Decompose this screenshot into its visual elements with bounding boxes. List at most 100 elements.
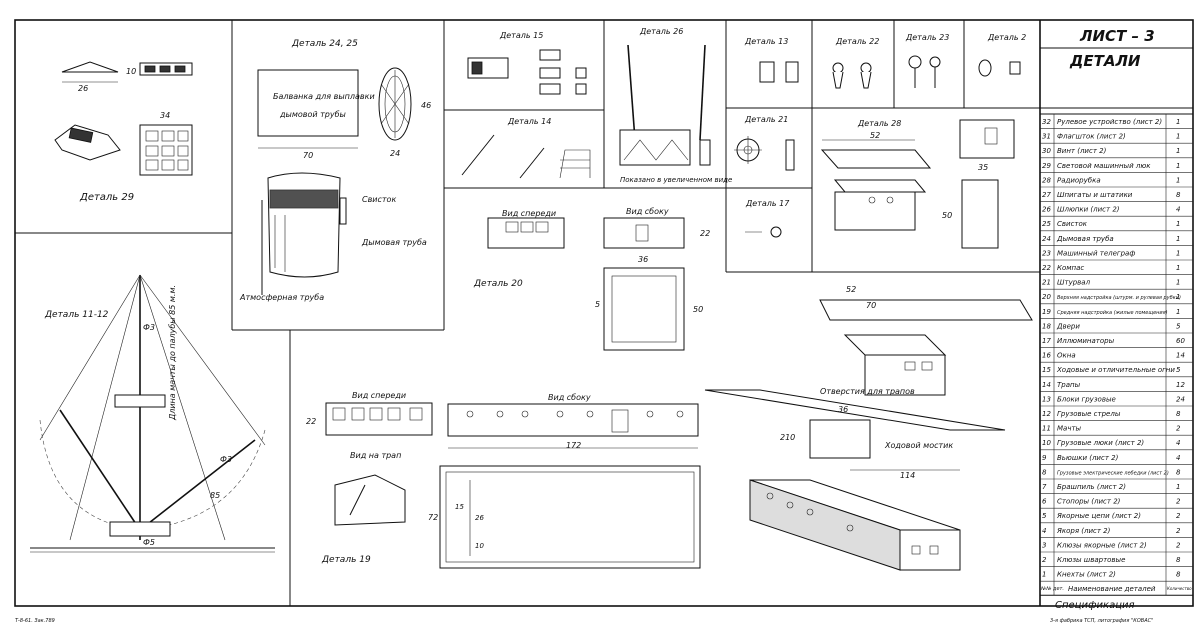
dim-d29w: 26 — [78, 84, 88, 93]
label-d13: Деталь 13 — [744, 37, 788, 46]
dim-iso-c: 210 — [780, 433, 795, 442]
label-atm-pipe: Атмосферная труба — [239, 293, 324, 302]
spec-name: Ходовые и отличительные огни — [1056, 366, 1175, 374]
spec-name: Якорные цепи (лист 2) — [1056, 512, 1141, 520]
detail-21: Деталь 21 — [734, 115, 795, 171]
dim-d29b: 34 — [160, 111, 170, 120]
spec-no: 3 — [1042, 541, 1046, 549]
label-d15: Деталь 15 — [499, 31, 543, 40]
spec-no: 25 — [1042, 220, 1051, 228]
detail-20: Вид спереди Вид сбоку 22 36 50 5 Деталь … — [473, 207, 710, 351]
dim-d19a: 26 — [475, 514, 484, 522]
footer-right: 3-я фабрика ТСП, литография "КОВАС" — [1050, 618, 1153, 624]
spec-qty: 60 — [1176, 337, 1185, 345]
detail-15: Деталь 15 — [467, 31, 587, 95]
spec-no: 23 — [1042, 249, 1051, 257]
label-whistle: Свисток — [362, 195, 396, 204]
dim-d28h: 50 — [942, 211, 952, 220]
dim-d20s: 5 — [595, 300, 600, 309]
spec-no: 21 — [1042, 279, 1051, 287]
detail-24-25: Деталь 24, 25 Балванка для выплавки дымо… — [239, 39, 431, 302]
spec-name: Якоря (лист 2) — [1056, 527, 1111, 535]
label-front-view: Вид спереди — [502, 209, 556, 218]
label-d22: Деталь 22 — [835, 37, 879, 46]
detail-11-12: Деталь 11-12 Ф3 Ф3 Ф5 85 Длина мачты до … — [30, 274, 275, 553]
dim-phi3-a: Ф3 — [143, 323, 155, 332]
spec-row: 4 Якоря (лист 2) 2 — [1040, 527, 1193, 538]
spec-qty: 1 — [1176, 279, 1180, 287]
spec-qty: 2 — [1176, 512, 1181, 520]
spec-name: Флагшток (лист 2) — [1057, 133, 1126, 141]
spec-no: 27 — [1042, 191, 1051, 199]
spec-no: 28 — [1042, 176, 1051, 184]
spec-qty: 24 — [1176, 395, 1185, 403]
spec-name: Иллюминаторы — [1057, 337, 1115, 345]
spec-name: Шпигаты и штатики — [1057, 191, 1133, 199]
spec-no: 4 — [1042, 527, 1046, 535]
spec-name: Верхняя надстройка (штурм. и рулевая руб… — [1057, 295, 1181, 301]
spec-name: Вьюшки (лист 2) — [1057, 454, 1119, 462]
spec-row: 28 Радиорубка 1 — [1040, 176, 1193, 188]
spec-no: 13 — [1042, 395, 1051, 403]
title-block: ЛИСТ – 3 ДЕТАЛИ — [1040, 27, 1193, 109]
spec-name: Окна — [1057, 352, 1076, 360]
dim-d20w: 36 — [638, 255, 648, 264]
spec-name: Кнехты (лист 2) — [1057, 571, 1116, 579]
spec-qty: 2 — [1176, 527, 1181, 535]
dim-d24w: 70 — [303, 151, 313, 160]
label-ladder-holes: Отверстия для трапов — [820, 387, 915, 396]
spec-name: Радиорубка — [1057, 176, 1101, 184]
spec-no: 24 — [1042, 235, 1051, 243]
dim-phi3-b: Ф3 — [220, 455, 232, 464]
dim-d19w: 172 — [566, 441, 581, 450]
spec-row: 10 Грузовые люки (лист 2) 4 — [1040, 439, 1193, 451]
spec-no: 29 — [1042, 162, 1051, 170]
dim-iso-d: 114 — [900, 471, 915, 480]
detail-26: Деталь 26 Показано в увеличенном виде — [619, 27, 732, 184]
spec-no: 15 — [1042, 366, 1051, 374]
spec-row: 21 Штурвал 1 — [1040, 279, 1193, 290]
panel-frames — [14, 19, 1194, 607]
detail-17: Деталь 17 — [745, 199, 790, 238]
label-ballast: Балванка для выплавки — [273, 92, 375, 101]
spec-name: Трапы — [1057, 381, 1081, 389]
spec-caption: Спецификация — [1055, 600, 1135, 611]
spec-name: Грузовые люки (лист 2) — [1057, 439, 1144, 447]
label-enlarged: Показано в увеличенном виде — [620, 176, 732, 184]
spec-name: Компас — [1057, 264, 1084, 272]
spec-qty: 4 — [1176, 439, 1180, 447]
spec-no: 19 — [1042, 308, 1051, 316]
spec-no: 30 — [1042, 147, 1051, 155]
spec-name: Шлюпки (лист 2) — [1057, 206, 1120, 214]
spec-no: 11 — [1042, 425, 1051, 433]
spec-no: 18 — [1042, 322, 1051, 330]
spec-qty: 1 — [1176, 249, 1180, 257]
spec-name: Свисток — [1057, 220, 1088, 228]
spec-qty: 1 — [1176, 176, 1180, 184]
spec-qty: 1 — [1176, 162, 1180, 170]
dim-d19c: 10 — [475, 542, 484, 550]
spec-name: Клюзы швартовые — [1057, 556, 1125, 564]
dim-d28d: 35 — [978, 163, 988, 172]
dim-iso-a: 52 — [846, 285, 856, 294]
spec-no: 10 — [1042, 439, 1051, 447]
label-d23: Деталь 23 — [905, 33, 949, 42]
dim-d19d: 72 — [428, 513, 438, 522]
spec-name: Штурвал — [1057, 279, 1091, 287]
label-side-view2: Вид сбоку — [548, 393, 591, 402]
spec-name: Световой машинный люк — [1057, 162, 1151, 170]
